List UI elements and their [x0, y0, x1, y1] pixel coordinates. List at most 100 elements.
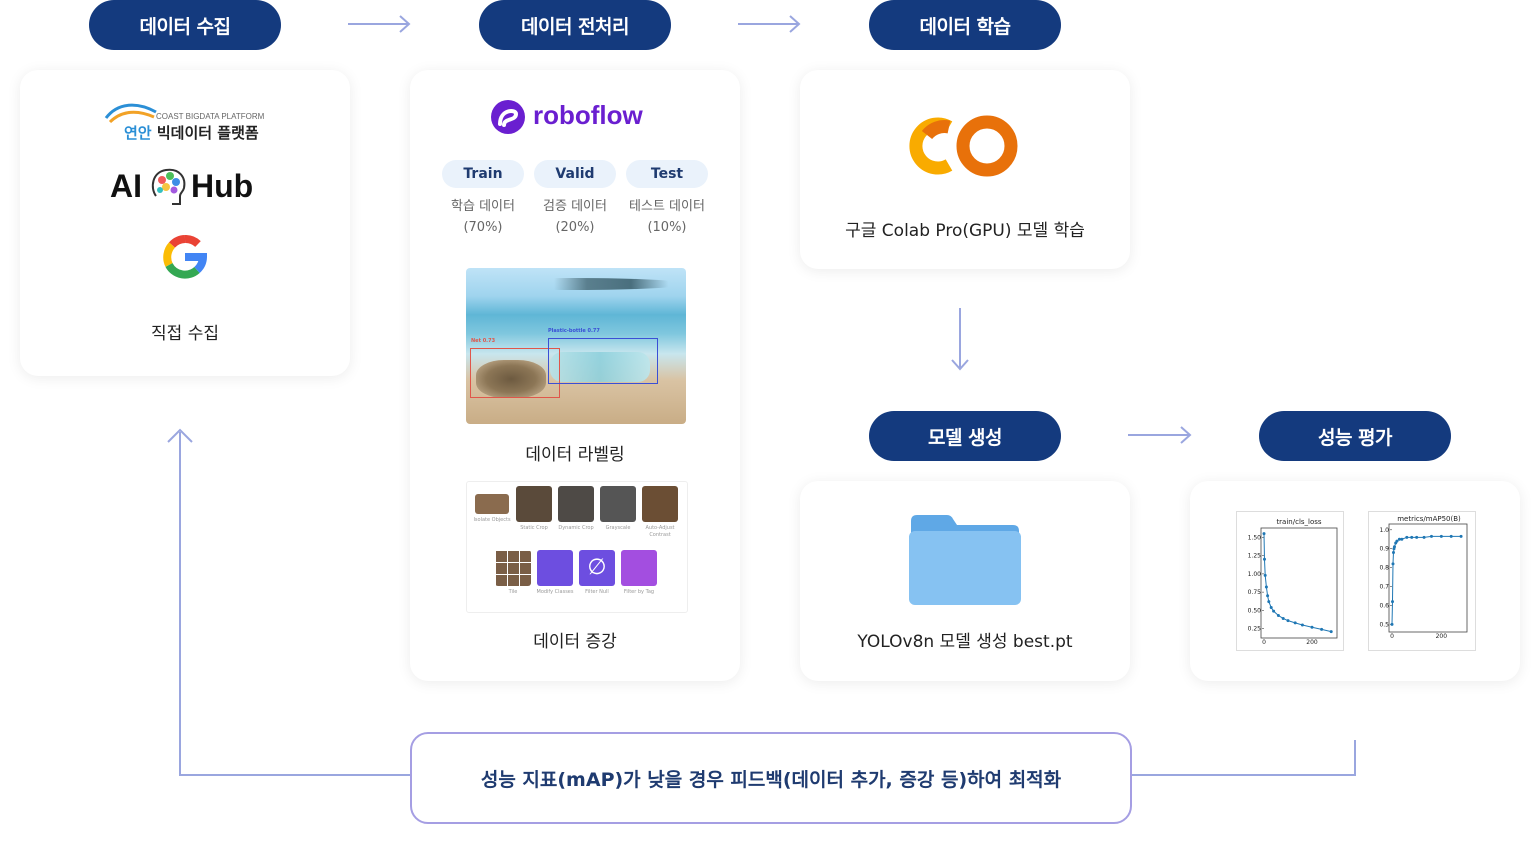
cls-loss-point-2: [1263, 573, 1267, 577]
bottle-bbox-label: Plastic-bottle 0.77: [548, 328, 600, 334]
cls-loss-ytick-label-5: 1.50: [1248, 534, 1262, 541]
cls-loss-point-6: [1269, 605, 1273, 609]
null-icon: ∅: [579, 550, 615, 586]
cls-loss-point-1: [1262, 557, 1266, 561]
cls-loss-plot-area: [1260, 527, 1338, 639]
map50-point-3: [1391, 550, 1395, 554]
step-collect-label: 데이터 수집: [139, 15, 231, 38]
step-model-label: 모델 생성: [927, 426, 1003, 449]
mountain-silhouette: [466, 278, 686, 290]
split-valid-tag: Valid: [534, 160, 616, 188]
map50-point-7: [1395, 539, 1399, 543]
aug-tile: Tile: [492, 550, 534, 596]
map50-point-2: [1391, 562, 1395, 566]
model-card: YOLOv8n 모델 생성 best.pt: [800, 481, 1130, 681]
augmentation-panel: Isolate Objects Static Crop Dynamic Crop…: [466, 481, 688, 613]
coast-main: 빅데이터 플랫폼: [156, 124, 259, 142]
step-eval-label: 성능 평가: [1317, 426, 1393, 449]
aug-filter-tag: Filter by Tag: [618, 550, 660, 596]
coast-wave-icon: [104, 103, 157, 124]
cls-loss-point-10: [1286, 619, 1290, 623]
aug-cap-isolate: Isolate Objects: [473, 517, 511, 523]
map50-point-5: [1392, 545, 1396, 549]
aug-thumb-static-crop: [516, 486, 552, 522]
cls-loss-ytick-label-1: 0.50: [1248, 607, 1262, 614]
model-caption: YOLOv8n 모델 생성 best.pt: [857, 632, 1073, 652]
map50-point-16: [1449, 534, 1453, 538]
split-train-tag: Train: [442, 160, 524, 188]
split-train-desc: 학습 데이터(70%): [433, 196, 533, 238]
arrow-train-to-model: [951, 308, 969, 371]
train-card: 구글 Colab Pro(GPU) 모델 학습: [800, 70, 1130, 269]
aug-cap-grayscale: Grayscale: [605, 525, 631, 531]
cls-loss-title: train/cls_loss: [1276, 518, 1321, 526]
map50-point-15: [1439, 534, 1443, 538]
map50-ytick-label-1: 0.6: [1379, 602, 1389, 609]
aug-thumb-isolate: [475, 494, 509, 514]
aug-auto-contrast: Auto-Adjust Contrast: [639, 486, 681, 539]
arrow-model-to-eval: [1128, 426, 1192, 444]
arrow-preprocess-to-train: [738, 15, 801, 33]
aug-cap-auto-contrast: Auto-Adjust Contrast: [645, 525, 675, 538]
step-preprocess-pill: 데이터 전처리: [479, 0, 671, 50]
aug-cap-static-crop: Static Crop: [520, 525, 548, 531]
cls-loss-point-3: [1264, 585, 1268, 589]
aug-isolate-objects: Isolate Objects: [471, 486, 513, 524]
map50-point-10: [1405, 535, 1409, 539]
step-model-pill: 모델 생성: [869, 411, 1061, 461]
colab-logo-icon: [909, 115, 1018, 177]
map50-ytick-label-4: 0.9: [1379, 546, 1389, 553]
split-valid-name: 검증 데이터: [543, 199, 607, 214]
aug-static-crop: Static Crop: [513, 486, 555, 532]
cls-loss-ytick-label-0: 0.25: [1248, 626, 1262, 633]
map50-point-14: [1429, 534, 1433, 538]
feedback-loop-line: [167, 428, 1356, 776]
aihub-ai-text: AI: [110, 168, 142, 204]
step-train-label: 데이터 학습: [919, 15, 1011, 38]
net-debris: [476, 360, 546, 398]
map50-point-0: [1390, 622, 1394, 626]
cls-loss-point-4: [1266, 594, 1270, 598]
aug-dynamic-crop: Dynamic Crop: [555, 486, 597, 532]
step-collect-pill: 데이터 수집: [89, 0, 281, 50]
cls-loss-point-13: [1310, 625, 1314, 629]
net-bbox-label: Net 0.73: [471, 338, 496, 344]
feedback-box: 성능 지표(mAP)가 낮을 경우 피드백(데이터 추가, 증강 등)하여 최적…: [410, 732, 1132, 824]
cls-loss-point-9: [1281, 616, 1285, 620]
step-preprocess-label: 데이터 전처리: [521, 15, 630, 38]
preprocess-card: roboflow Train Valid Test 학습 데이터(70%) 검증…: [410, 70, 740, 681]
tag-icon: [621, 550, 657, 586]
collect-card: COAST BIGDATA PLATFORM 연안 빅데이터 플랫폼 AI Hu…: [20, 70, 350, 376]
arrow-collect-to-preprocess: [348, 15, 411, 33]
map50-point-13: [1422, 535, 1426, 539]
plastic-bottle: [550, 352, 650, 382]
map50-ytick-label-3: 0.8: [1379, 565, 1389, 572]
aug-grayscale: Grayscale: [597, 486, 639, 532]
cls-loss-point-14: [1320, 627, 1324, 631]
step-train-pill: 데이터 학습: [869, 0, 1061, 50]
split-train-name: 학습 데이터: [451, 199, 515, 214]
cls-loss-svg: train/cls_loss 0.250.500.751.001.251.50 …: [1248, 518, 1338, 646]
map50-point-17: [1459, 534, 1463, 538]
cls-loss-xtick-label-0: 0: [1262, 639, 1266, 646]
roboflow-wordmark: roboflow: [533, 100, 643, 130]
train-caption: 구글 Colab Pro(GPU) 모델 학습: [845, 221, 1085, 241]
split-test-desc: 테스트 데이터(10%): [617, 196, 717, 238]
coast-platform-ko: 연안 빅데이터 플랫폼: [124, 122, 259, 143]
cls-loss-point-8: [1276, 614, 1280, 618]
collect-caption: 직접 수집: [151, 324, 219, 344]
map50-plot-area: [1388, 523, 1468, 633]
aihub-hub-text: Hub: [191, 168, 254, 204]
split-test-name: 테스트 데이터: [629, 199, 705, 214]
aug-modify-classes: Modify Classes: [534, 550, 576, 596]
labeled-beach-image: Net 0.73 Plastic-bottle 0.77: [466, 268, 686, 424]
folder-icon: [909, 515, 1021, 605]
split-test-tag: Test: [626, 160, 708, 188]
roboflow-icon: [491, 100, 525, 134]
aug-cap-filter-null: Filter Null: [585, 589, 609, 595]
map50-point-1: [1390, 600, 1394, 604]
